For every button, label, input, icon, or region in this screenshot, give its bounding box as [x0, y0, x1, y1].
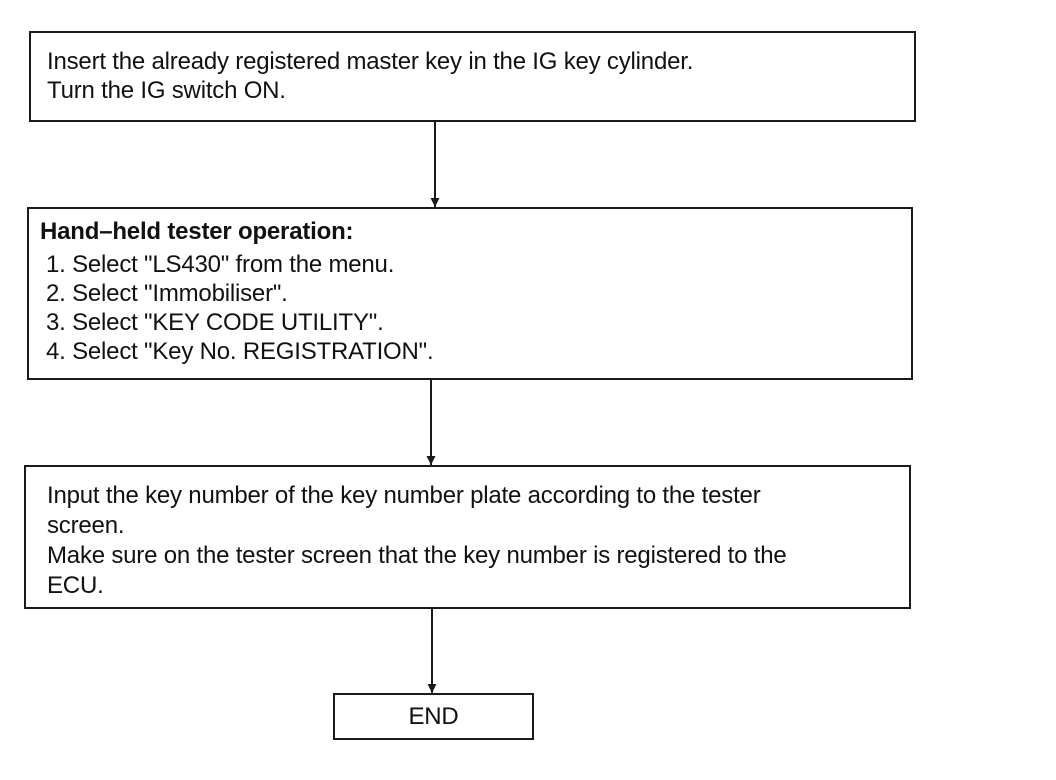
end-box: END	[333, 693, 534, 740]
step-2-item: 2. Select "Immobiliser".	[46, 280, 288, 307]
step-3-line: ECU.	[47, 572, 104, 599]
step-3-line: screen.	[47, 512, 125, 539]
step-3-box: Input the key number of the key number p…	[24, 465, 911, 609]
step-1-box: Insert the already registered master key…	[29, 31, 916, 122]
end-label: END	[408, 703, 459, 730]
step-2-box: Hand–held tester operation: 1. Select "L…	[27, 207, 913, 380]
step-3-line: Make sure on the tester screen that the …	[47, 542, 787, 569]
step-3-line: Input the key number of the key number p…	[47, 482, 761, 509]
step-2-item: 3. Select "KEY CODE UTILITY".	[46, 309, 384, 336]
step-2-heading: Hand–held tester operation:	[40, 218, 354, 245]
step-1-line: Insert the already registered master key…	[47, 48, 694, 75]
step-2-item: 4. Select "Key No. REGISTRATION".	[46, 338, 434, 365]
step-1-line: Turn the IG switch ON.	[47, 77, 286, 104]
step-2-item: 1. Select "LS430" from the menu.	[46, 251, 395, 278]
